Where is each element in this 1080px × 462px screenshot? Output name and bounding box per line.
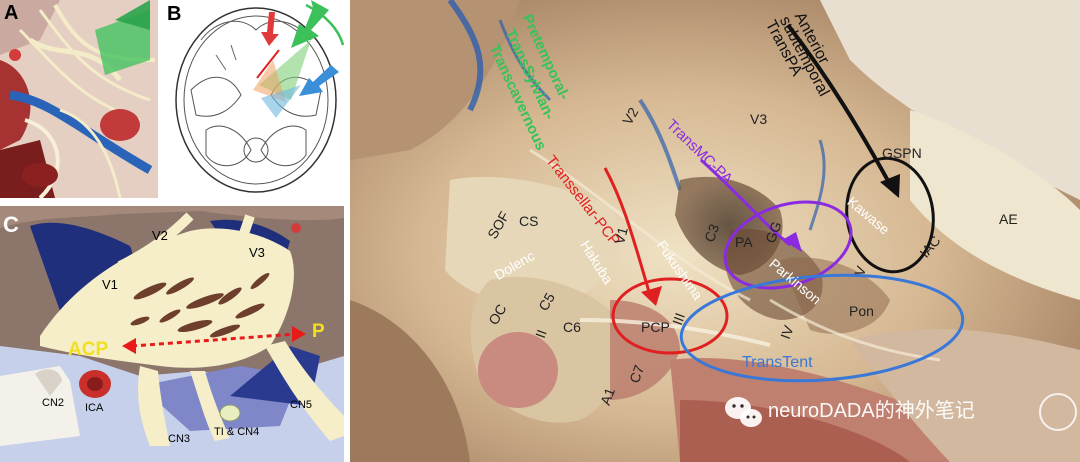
label-cs: CS (519, 213, 539, 229)
label-pon: Pon (849, 303, 874, 319)
label-c6: C6 (563, 319, 581, 335)
panel-a-letter: A (4, 2, 19, 24)
surgical-photo-panel: Pretemporal- TransSylvian- Transcavernou… (350, 0, 1080, 462)
label-ae: AE (999, 211, 1018, 227)
label-photo-v1: V1 (611, 225, 631, 246)
panel-b-skull-base-drawing (175, 0, 344, 193)
panel-b-illustration: B (161, 0, 344, 198)
panel-a-drawing (0, 0, 158, 198)
label-cn3: CN3 (168, 433, 191, 445)
label-v2: V2 (152, 228, 168, 243)
label-acp: ACP (68, 339, 109, 360)
label-transtent: TransTent (742, 354, 813, 371)
label-gspn: GSPN (882, 145, 922, 161)
panel-c-letter: C (3, 212, 19, 237)
label-pa: PA (735, 234, 753, 250)
watermark-text: neuroDADA的神外笔记 (768, 400, 975, 422)
label-photo-v3: V3 (750, 111, 768, 127)
panel-c-illustration: C V1 V2 V3 ACP P CN2 ICA CN3 TI & CN4 CN… (0, 206, 344, 462)
panel-b-letter: B (167, 3, 182, 25)
label-ti-cn4: TI & CN4 (214, 426, 260, 438)
label-cn2: CN2 (42, 397, 65, 409)
panel-a-illustration: A (0, 0, 158, 198)
surgical-photo-drawing (350, 0, 1080, 462)
label-cn5: CN5 (290, 399, 313, 411)
panel-c-cavernous-drawing (0, 206, 344, 462)
label-v1: V1 (102, 277, 118, 292)
label-v3: V3 (249, 245, 265, 260)
label-ica: ICA (85, 402, 104, 414)
label-pcp: PCP (641, 319, 670, 335)
label-p: P (312, 321, 325, 342)
wechat-logo-icon (725, 397, 762, 427)
